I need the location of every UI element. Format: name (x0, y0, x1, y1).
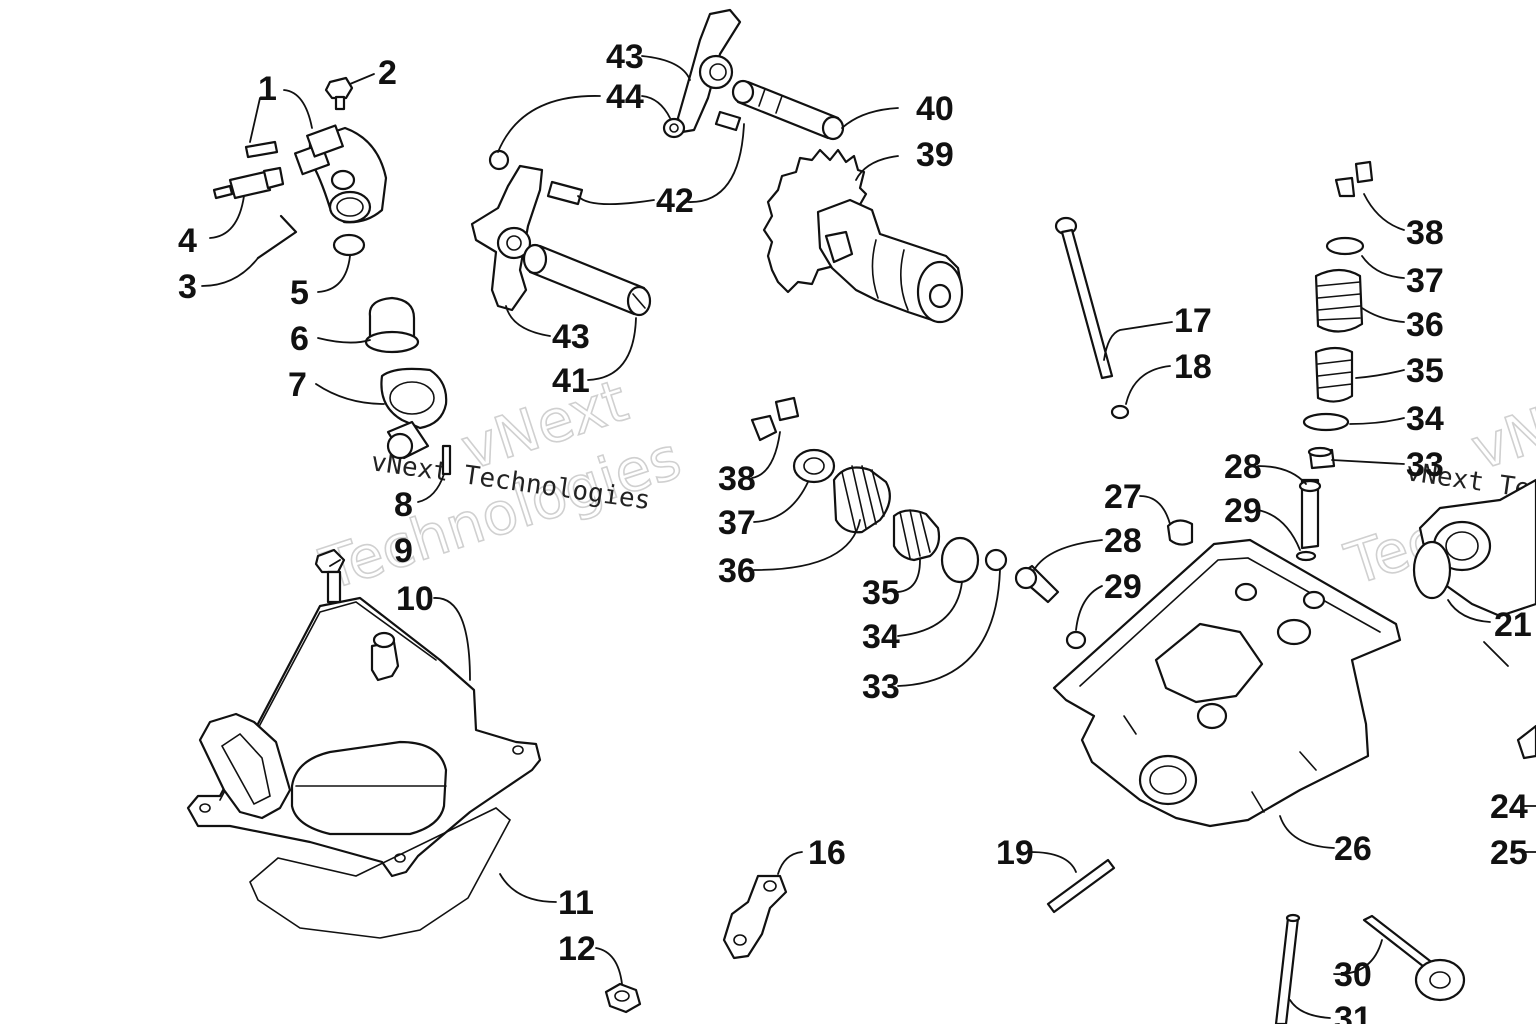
nut-part-44 (662, 117, 686, 139)
callout-3: 3 (178, 268, 197, 306)
valve-keeper-part-38a (750, 396, 800, 442)
callout-11: 11 (558, 884, 594, 922)
hose-clip-part-3 (256, 214, 298, 260)
callout-41: 41 (552, 362, 590, 400)
callout-38-left: 38 (718, 460, 756, 498)
stud-bolt-part-17 (1054, 216, 1114, 380)
inner-spring-part-35a (892, 509, 941, 562)
callout-1: 1 (258, 70, 277, 108)
callout-35-left: 35 (862, 574, 900, 612)
spring-retainer-part-37b (1325, 236, 1365, 256)
nut-part-44b (488, 149, 510, 171)
bolt-part-8 (441, 444, 452, 476)
callout-10: 10 (396, 580, 434, 618)
callout-31: 31 (1334, 1000, 1372, 1024)
o-ring-part-5 (332, 233, 366, 257)
callout-8: 8 (394, 486, 413, 524)
callout-25: 25 (1490, 834, 1528, 872)
callout-38-right: 38 (1406, 214, 1444, 252)
fitting-part-1 (244, 140, 279, 159)
callout-39: 39 (916, 136, 954, 174)
camshaft-part-39 (816, 198, 964, 324)
callout-29-right: 29 (1224, 492, 1262, 530)
fitting-part-24 (1516, 724, 1536, 760)
cap-part-27 (1166, 519, 1194, 546)
rocker-shaft-part-41 (522, 243, 652, 317)
callout-28-right: 28 (1224, 448, 1262, 486)
callout-16: 16 (808, 834, 846, 872)
callout-27: 27 (1104, 478, 1142, 516)
o-ring-part-29a (1295, 550, 1317, 562)
callout-17: 17 (1174, 302, 1212, 340)
callout-19: 19 (996, 834, 1034, 872)
callout-4: 4 (178, 222, 197, 260)
callout-43-bottom: 43 (552, 318, 590, 356)
rocker-arm-upper-part-43 (676, 8, 742, 134)
callout-7: 7 (288, 366, 307, 404)
callout-labels: 1 2 3 4 5 6 7 8 9 10 11 12 16 17 18 19 2… (178, 38, 1532, 1024)
spring-retainer-part-37a (792, 448, 836, 484)
callout-42: 42 (656, 182, 694, 220)
callout-9: 9 (394, 532, 413, 570)
spring-seat-part-34a (940, 536, 980, 584)
o-ring-part-29b (1065, 630, 1087, 650)
callout-18: 18 (1174, 348, 1212, 386)
temperature-sensor-part-4 (212, 166, 285, 200)
callout-6: 6 (290, 320, 309, 358)
thermostat-part-6 (364, 296, 420, 354)
callout-34-right: 34 (1406, 400, 1444, 438)
callout-36-left: 36 (718, 552, 756, 590)
callout-33-left: 33 (862, 668, 900, 706)
callout-37-right: 37 (1406, 262, 1444, 300)
callout-36-right: 36 (1406, 306, 1444, 344)
callout-24: 24 (1490, 788, 1528, 826)
callout-21: 21 (1494, 606, 1532, 644)
valve-part-30 (1362, 914, 1466, 1002)
valve-keeper-part-38b (1334, 160, 1374, 198)
intake-pipe-part-21 (1412, 478, 1536, 618)
rocker-arm-lower-part-43 (470, 164, 544, 312)
outer-spring-part-36a (832, 465, 891, 534)
callout-5: 5 (290, 274, 309, 312)
callout-33-right: 33 (1406, 446, 1444, 484)
callout-43-top: 43 (606, 38, 644, 76)
callout-12: 12 (558, 930, 596, 968)
callout-35-right: 35 (1406, 352, 1444, 390)
callout-29-left: 29 (1104, 568, 1142, 606)
watermark: vNext Technologies vNext Technologies vN… (312, 365, 1536, 604)
valve-seal-part-33a (984, 548, 1008, 572)
bolt-part-2 (324, 76, 354, 111)
valve-guide-part-28a (1298, 478, 1322, 550)
inner-spring-part-35b (1314, 346, 1354, 403)
callout-26: 26 (1334, 830, 1372, 868)
cam-sprocket-part-39 (762, 148, 868, 294)
pin-part-42b (546, 180, 584, 206)
stud-part-19 (1046, 858, 1116, 914)
callout-37-left: 37 (718, 504, 756, 542)
rocker-shaft-part-40 (731, 79, 845, 141)
leader-lines (201, 55, 1536, 1019)
bracket-part-16 (722, 874, 788, 960)
callout-44: 44 (606, 78, 644, 116)
callout-34-left: 34 (862, 618, 900, 656)
cylinder-head-cover-part-10 (186, 596, 542, 878)
cap-nut-part-12 (604, 982, 642, 1014)
thermostat-cover-part-7 (380, 367, 448, 460)
bolt-part-9 (314, 548, 346, 604)
spring-seat-part-34b (1302, 412, 1350, 432)
pin-part-42a (714, 110, 742, 132)
callout-2: 2 (378, 54, 397, 92)
valve-part-31 (1274, 913, 1301, 1024)
callout-28-left: 28 (1104, 522, 1142, 560)
callout-30: 30 (1334, 956, 1372, 994)
valve-seal-part-33b (1307, 446, 1336, 470)
callout-40: 40 (916, 90, 954, 128)
gasket-part-11 (249, 807, 512, 939)
valve-guide-part-28b (1014, 564, 1060, 604)
washer-part-18 (1110, 404, 1130, 420)
thermostat-housing-part-1 (293, 124, 388, 224)
cylinder-head-part-26 (1052, 538, 1402, 828)
outer-spring-part-36b (1314, 268, 1364, 333)
